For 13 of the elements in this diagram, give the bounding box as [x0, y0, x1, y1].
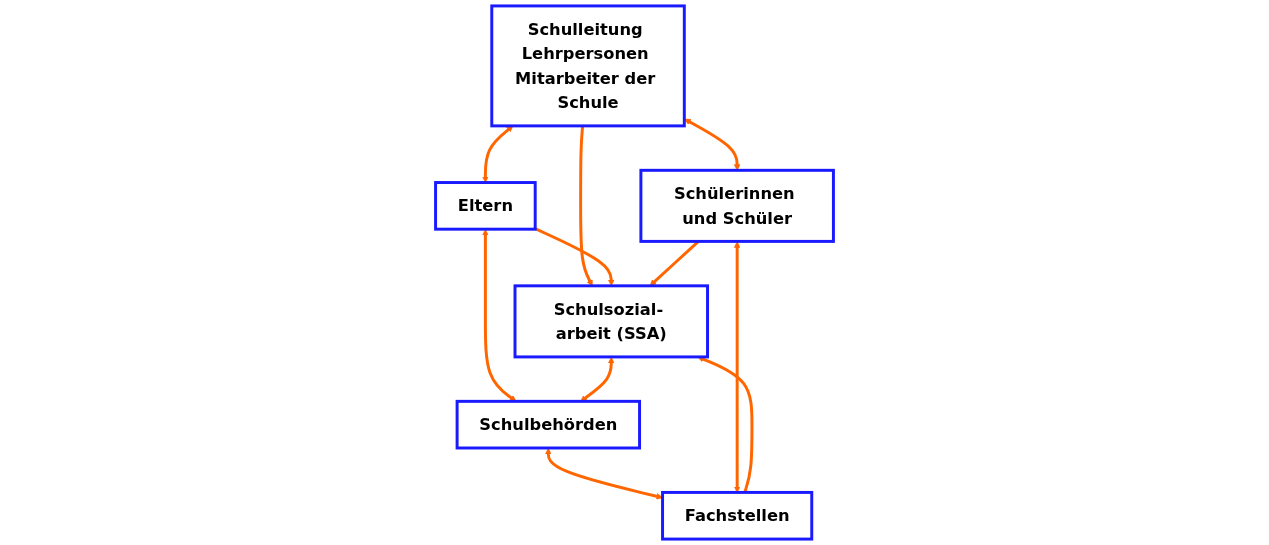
node-box: Schulleitung Lehrpersonen Mitarbeiter der Schule	[490, 4, 686, 128]
arrow	[482, 229, 517, 402]
node-box: Eltern	[434, 181, 537, 231]
arrow	[545, 448, 663, 500]
arrow	[697, 356, 754, 493]
node-box: Schulbehörden	[455, 399, 642, 450]
arrow	[580, 356, 615, 402]
arrow	[482, 125, 514, 183]
arrow	[684, 118, 741, 171]
arrow	[733, 241, 741, 493]
node-box: Schülerinnen und Schüler	[639, 168, 835, 243]
node-box: Fachstellen	[661, 490, 814, 541]
node-box: Schulsozial- arbeit (SSA)	[513, 284, 709, 359]
